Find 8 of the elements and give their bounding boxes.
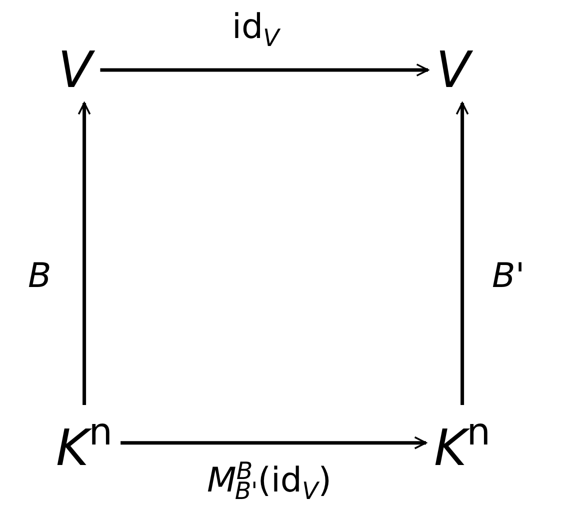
arrow xyxy=(120,436,427,450)
arrow xyxy=(100,64,429,76)
arrow xyxy=(456,102,469,405)
vector-space-symbol: V xyxy=(436,45,470,95)
vector-space-symbol: V xyxy=(58,45,92,95)
coordinate-space-symbol: K$^{n}$ xyxy=(56,413,113,473)
coordinate-space-symbol: K$^{n}$ xyxy=(434,413,491,473)
arrow xyxy=(78,102,91,405)
